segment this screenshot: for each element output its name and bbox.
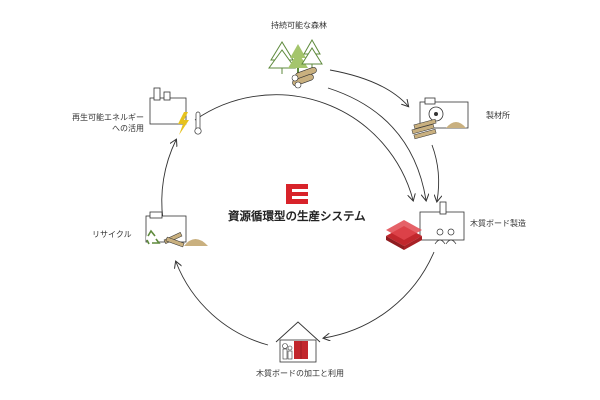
diagram-title: 資源循環型の生産システム [228, 209, 366, 223]
node-label-energy-line2: への活用 [112, 124, 144, 133]
arc-recycle-to-energy [161, 140, 176, 221]
arc-board-to-use [324, 251, 435, 338]
node-label-board-manufacturing: 木質ボード製造 [470, 219, 526, 228]
node-label-recycle: リサイクル [92, 230, 132, 239]
arc-energy-to-board [194, 94, 413, 200]
arrow-forest-to-sawmill [329, 69, 408, 106]
forest-icon [268, 38, 323, 89]
brand-logo [286, 184, 308, 204]
board-factory-icon [386, 201, 465, 250]
arc-use-to-recycle [176, 262, 269, 346]
arrow-forest-to-board [327, 87, 426, 200]
node-label-energy-line1: 再生可能エネルギー [72, 113, 144, 122]
node-label-sawmill: 製材所 [486, 111, 510, 120]
sawmill-icon [411, 97, 469, 140]
house-furniture-icon [275, 321, 321, 363]
energy-factory-icon [149, 87, 202, 135]
arrow-sawmill-to-board [431, 144, 439, 201]
node-label-energy: 再生可能エネルギー への活用 [68, 112, 144, 134]
recycle-icon [145, 211, 208, 248]
node-label-forest: 持続可能な森林 [271, 21, 327, 30]
node-label-board-use: 木質ボードの加工と利用 [256, 369, 344, 378]
